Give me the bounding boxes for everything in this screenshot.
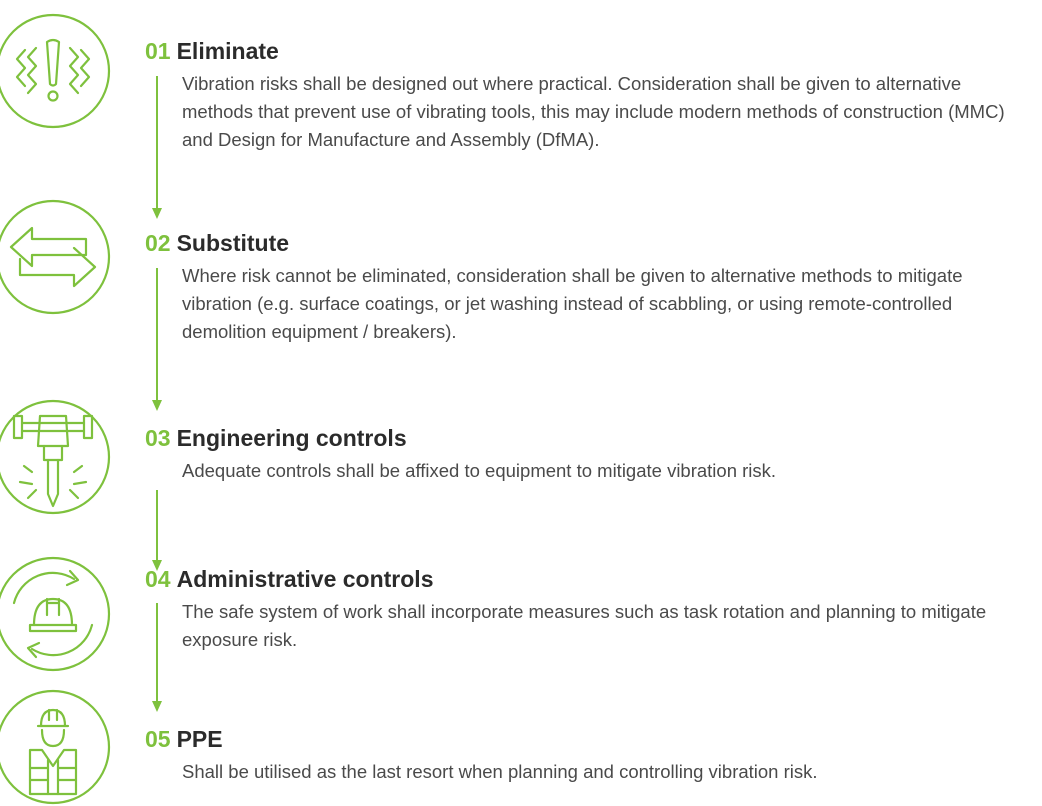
step-title-text: Eliminate	[176, 38, 279, 64]
step-description: Where risk cannot be eliminated, conside…	[182, 265, 963, 342]
connector-arrow	[152, 76, 162, 220]
step-number: 02	[145, 230, 171, 256]
connector-arrow	[152, 603, 162, 713]
step-description: Vibration risks shall be designed out wh…	[182, 73, 1005, 150]
worker-ppe-icon	[0, 688, 112, 806]
step-description: The safe system of work shall incorporat…	[182, 601, 987, 650]
step-title-text: PPE	[176, 726, 223, 752]
step-description: Adequate controls shall be affixed to eq…	[182, 460, 777, 481]
step-number: 04	[145, 566, 171, 592]
jackhammer-icon	[0, 398, 112, 516]
connector-arrow	[152, 490, 162, 572]
connector-arrow	[152, 268, 162, 412]
vibration-warning-icon	[0, 12, 112, 130]
step-title-text: Engineering controls	[176, 425, 407, 451]
step-title-text: Administrative controls	[176, 566, 434, 592]
step-number: 03	[145, 425, 171, 451]
step-number: 05	[145, 726, 171, 752]
step-title-text: Substitute	[176, 230, 290, 256]
step-description: Shall be utilised as the last resort whe…	[182, 761, 818, 782]
step-number: 01	[145, 38, 171, 64]
swap-arrows-icon	[0, 198, 112, 316]
hardhat-rotation-icon	[0, 555, 112, 673]
